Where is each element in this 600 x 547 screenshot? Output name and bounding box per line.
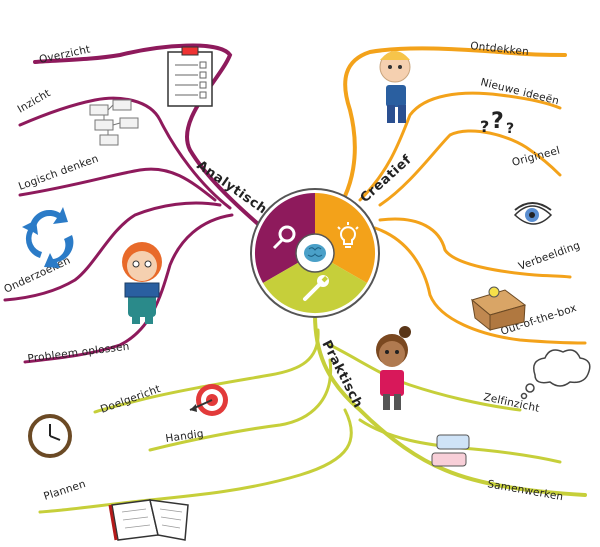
- label-onderzoeken: Onderzoeken: [2, 255, 72, 296]
- branch-title-praktisch: Praktisch: [318, 338, 365, 411]
- clock-icon: [28, 414, 72, 458]
- clipboard-icon: [167, 46, 213, 107]
- girl-with-bun-illustration: [376, 326, 411, 410]
- eye-icon: [513, 202, 553, 225]
- svg-text:?: ?: [480, 117, 489, 136]
- praktisch-sector: [263, 253, 367, 314]
- cycle-arrows-icon: [22, 207, 74, 268]
- reading-girl-illustration: [122, 242, 162, 324]
- lightbulb-icon: [337, 222, 359, 248]
- flowchart-icon: [89, 99, 139, 146]
- creatief-branches: [328, 46, 587, 345]
- svg-text:?: ?: [506, 121, 514, 137]
- label-verbeelding: Verbeelding: [517, 239, 582, 272]
- branch-title-creatief: Creatief: [358, 152, 415, 206]
- label-overzicht: Overzicht: [38, 43, 91, 66]
- magnifier-icon: [272, 225, 296, 250]
- chat-bubbles-icon: [431, 434, 470, 467]
- target-icon: [189, 384, 228, 416]
- svg-text:?: ?: [491, 109, 504, 134]
- label-handig: Handig: [165, 428, 205, 445]
- label-inzicht: Inzicht: [16, 87, 53, 115]
- thought-bubble-icon: [520, 349, 591, 400]
- label-zelfinzicht: Zelfinzicht: [482, 391, 540, 415]
- label-samenwerken: Samenwerken: [486, 478, 564, 503]
- center-wheel: [250, 188, 380, 318]
- thinking-boy-illustration: [379, 51, 411, 123]
- praktisch-branches: [38, 313, 587, 514]
- wrench-icon: [303, 275, 329, 301]
- brain-icon: [304, 244, 326, 262]
- label-probleem-oplossen: Probleem oplossen: [27, 341, 130, 365]
- label-ontdekken: Ontdekken: [470, 40, 530, 58]
- question-marks-icon: ? ? ?: [480, 109, 514, 137]
- notebook-icon: [108, 499, 189, 541]
- label-nieuwe-ideeen: Nieuwe ideeën: [479, 76, 560, 107]
- branch-title-analytisch: Analytisch: [194, 158, 270, 218]
- box-with-bulb-illustration: [470, 286, 527, 332]
- label-plannen: Plannen: [42, 478, 87, 503]
- label-origineel: Origineel: [511, 145, 562, 169]
- label-doelgericht: Doelgericht: [99, 383, 162, 416]
